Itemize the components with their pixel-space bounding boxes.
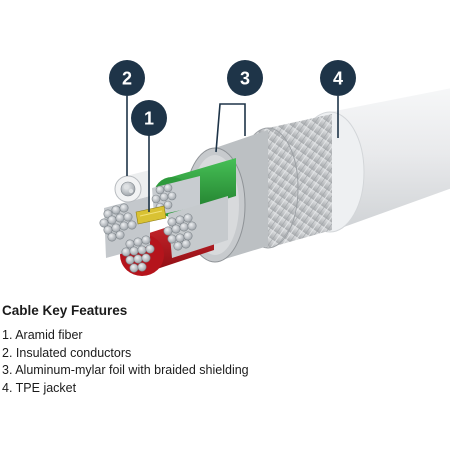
small-insulated-conductor: [115, 170, 150, 202]
callout-2: 2: [109, 60, 145, 96]
features-list: 1. Aramid fiber 2. Insulated conductors …: [2, 327, 442, 397]
features-title: Cable Key Features: [2, 303, 442, 318]
svg-text:1: 1: [144, 109, 154, 129]
feature-item-3: 3. Aluminum-mylar foil with braided shie…: [2, 362, 442, 380]
feature-item-4: 4. TPE jacket: [2, 380, 442, 398]
svg-text:4: 4: [333, 69, 343, 89]
cable-cross-section-illustration: 2 1 3 4: [0, 0, 450, 295]
callout-4: 4: [320, 60, 356, 96]
svg-text:2: 2: [122, 69, 132, 89]
callout-1: 1: [131, 100, 167, 136]
feature-item-1: 1. Aramid fiber: [2, 327, 442, 345]
callout-3: 3: [227, 60, 263, 96]
cable-key-features: Cable Key Features 1. Aramid fiber 2. In…: [2, 303, 442, 397]
feature-item-2: 2. Insulated conductors: [2, 345, 442, 363]
svg-text:3: 3: [240, 69, 250, 89]
